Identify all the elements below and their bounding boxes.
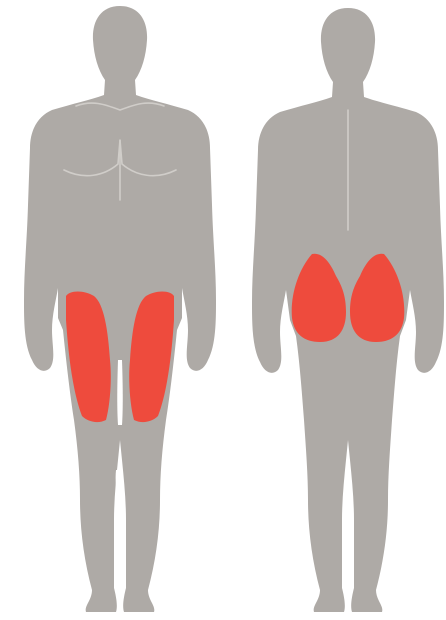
- front-view-figure: [24, 6, 216, 612]
- back-body-silhouette: [252, 8, 444, 612]
- front-inner-leg-gap-upper: [117, 360, 123, 425]
- front-shin-gap: [117, 528, 122, 600]
- back-view-figure: [252, 8, 444, 612]
- front-knee-gap: [116, 470, 121, 496]
- front-body-silhouette: [24, 6, 216, 612]
